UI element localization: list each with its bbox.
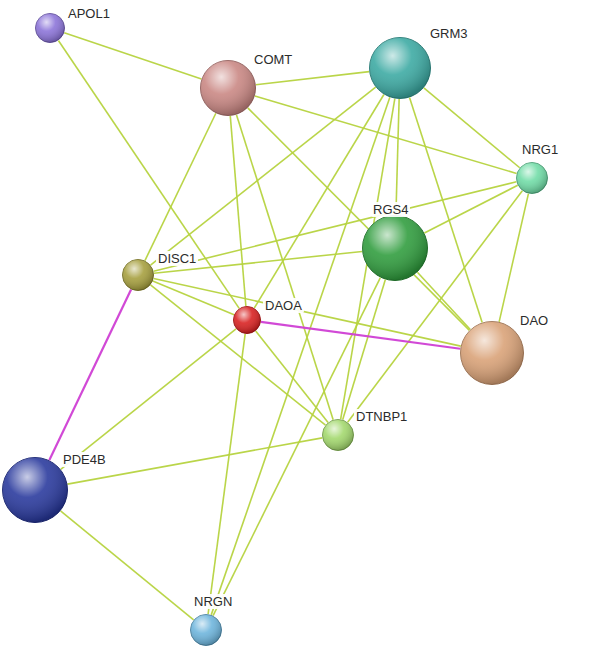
interaction-line [343,280,386,420]
node-fill [363,216,428,281]
protein-node: COMT [200,60,256,116]
interaction-line [230,116,246,306]
gene-label: PDE4B [61,452,108,467]
protein-node: NRG1 [516,162,548,194]
node-gloss [323,420,354,451]
interaction-line [348,191,523,422]
node-fill [234,307,261,334]
node-fill [123,260,154,291]
interaction-line [424,88,520,168]
node-fill [3,458,68,523]
node-circle [460,321,524,385]
node-circle [2,457,68,523]
interaction-line [61,329,236,470]
node-fill [323,420,354,451]
node-gloss [36,14,65,43]
gene-label: RGS4 [371,202,410,217]
interaction-line [410,98,483,323]
node-fill [461,322,524,385]
gene-label: DISC1 [156,251,198,266]
node-circle [369,37,431,99]
interaction-line [236,115,333,420]
gene-label: COMT [252,52,294,67]
node-fill [370,38,431,99]
protein-node: PDE4B [2,457,68,523]
interaction-line [261,322,460,349]
interaction-line [145,113,216,260]
node-gloss [363,216,428,281]
node-circle [200,60,256,116]
interaction-line [499,194,528,322]
node-circle [35,13,65,43]
node-gloss [191,615,222,646]
interaction-line [424,185,517,233]
interaction-line [154,278,461,346]
protein-node: NRGN [190,614,222,646]
interaction-line [208,334,245,614]
gene-label: NRG1 [520,142,560,157]
node-gloss [370,38,431,99]
interaction-line [211,97,390,615]
protein-node: DAO [460,321,524,385]
node-circle [516,162,548,194]
protein-node: GRM3 [369,37,431,99]
interaction-line [213,278,380,616]
gene-label: DTNBP1 [354,409,409,424]
interaction-line [248,108,470,330]
node-fill [517,163,548,194]
node-gloss [201,61,256,116]
interaction-line [150,285,325,425]
interaction-line [154,251,362,273]
interaction-line [154,182,517,271]
interaction-line [64,33,201,79]
node-circle [362,215,428,281]
protein-node: DISC1 [122,259,154,291]
interaction-line [49,289,131,460]
protein-node: APOL1 [35,13,65,43]
node-circle [322,419,354,451]
node-gloss [461,322,524,385]
interaction-line [396,99,399,215]
gene-label: NRGN [192,594,234,609]
interaction-line [153,281,234,315]
interaction-line [61,511,194,620]
node-gloss [3,458,68,523]
protein-node: RGS4 [362,215,428,281]
node-gloss [123,260,154,291]
gene-label: DAOA [263,298,304,313]
node-fill [191,615,222,646]
protein-node: DAOA [233,306,261,334]
gene-label: DAO [518,313,550,328]
protein-node: DTNBP1 [322,419,354,451]
node-fill [36,14,65,43]
node-gloss [234,307,261,334]
gene-label: APOL1 [66,6,112,21]
interaction-line [256,331,328,422]
node-circle [190,614,222,646]
interaction-line [256,72,369,85]
interaction-line [417,272,470,329]
gene-label: GRM3 [428,26,470,41]
node-circle [233,306,261,334]
node-gloss [517,163,548,194]
interaction-line [254,94,384,308]
node-fill [201,61,256,116]
node-circle [122,259,154,291]
